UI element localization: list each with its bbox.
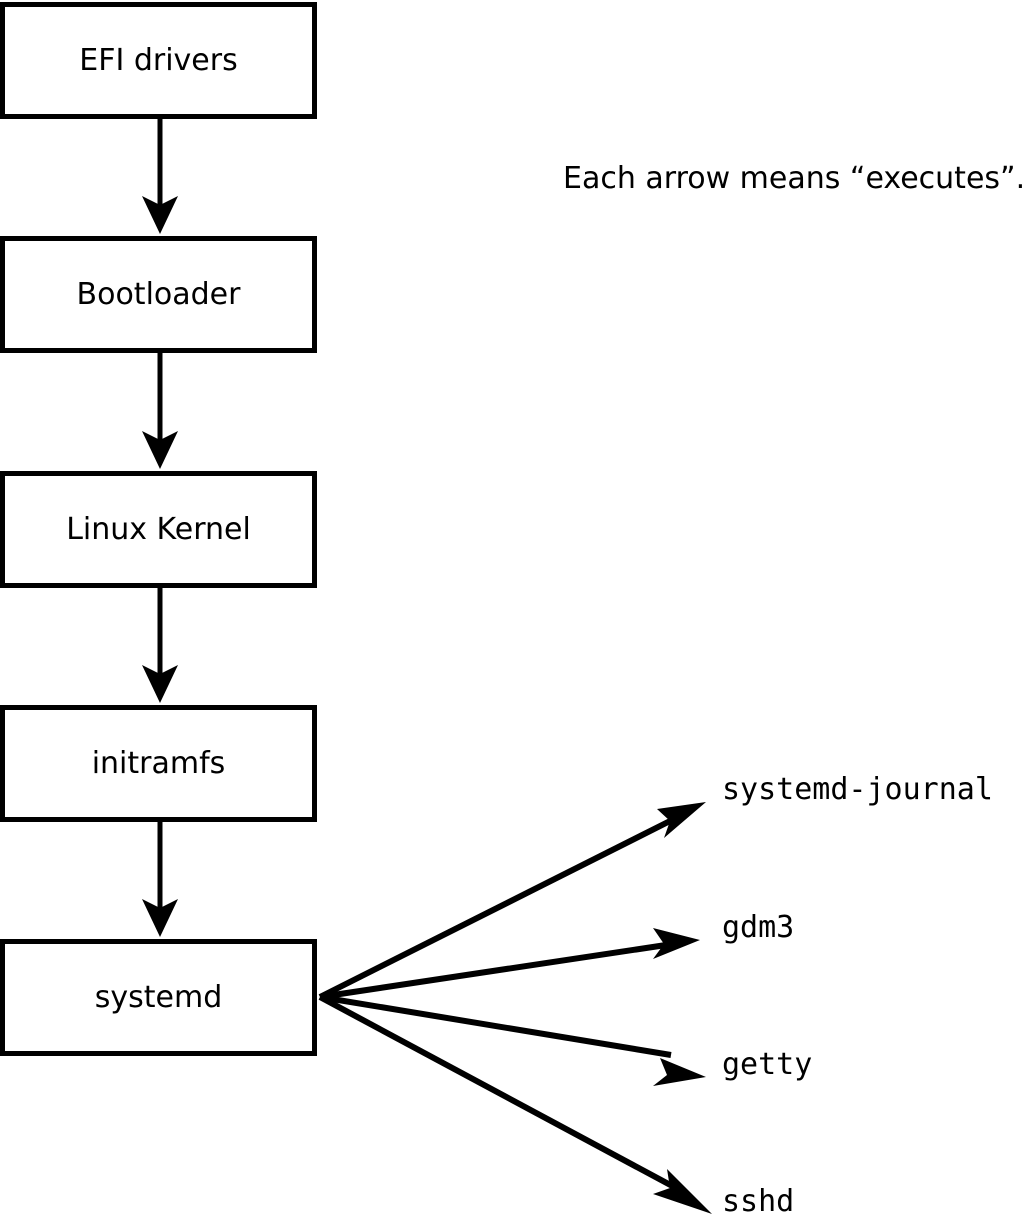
node-box-linux-kernel[interactable]: Linux Kernel	[0, 471, 317, 588]
node-label-systemd: systemd	[94, 979, 223, 1015]
chain-arrow-efi-to-bootloader	[142, 119, 178, 234]
fanout-arrow-getty	[319, 994, 706, 1086]
chain-arrow-kernel-to-initramfs	[142, 588, 178, 703]
node-box-initramfs[interactable]: initramfs	[0, 705, 317, 822]
node-label-initramfs: initramfs	[91, 745, 226, 781]
fanout-arrow-gdm3	[319, 928, 700, 1000]
chain-arrow-initramfs-to-systemd	[142, 822, 178, 937]
legend-caption: Each arrow means “executes”.	[563, 161, 1023, 196]
chain-arrow-bootloader-to-kernel	[142, 353, 178, 469]
process-label-gdm3: gdm3	[722, 910, 795, 945]
node-box-efi-drivers[interactable]: EFI drivers	[0, 2, 317, 119]
node-label-bootloader: Bootloader	[76, 276, 241, 312]
fanout-arrow-systemd-journal	[318, 802, 706, 1000]
fanout-arrow-sshd	[318, 994, 712, 1214]
process-label-sshd: sshd	[722, 1184, 795, 1219]
node-box-systemd[interactable]: systemd	[0, 939, 317, 1056]
node-label-linux-kernel: Linux Kernel	[66, 511, 251, 547]
node-label-efi-drivers: EFI drivers	[79, 42, 238, 78]
process-label-getty: getty	[722, 1047, 813, 1082]
process-label-systemd-journal: systemd-journal	[722, 772, 993, 807]
node-box-bootloader[interactable]: Bootloader	[0, 236, 317, 353]
